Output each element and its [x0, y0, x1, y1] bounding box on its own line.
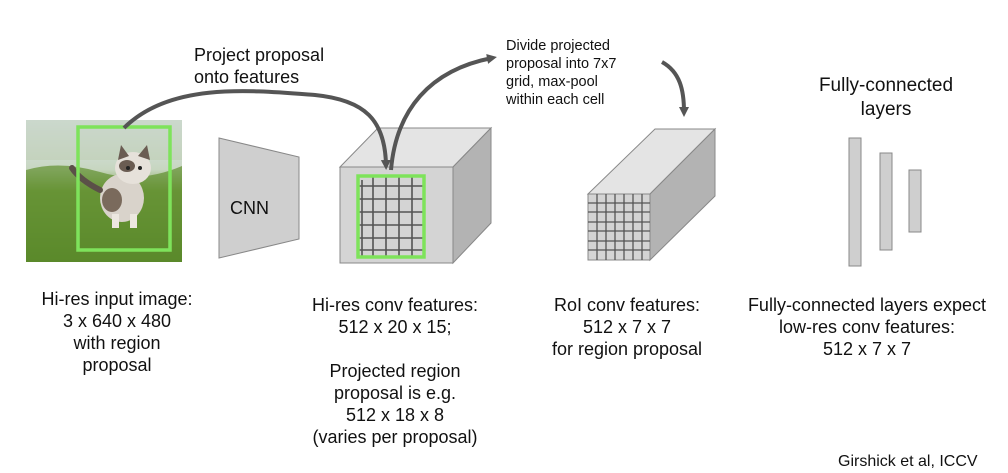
projected-region-box [356, 174, 426, 259]
divide-arrow-label: Divide projected proposal into 7x7 grid,… [506, 38, 617, 108]
fc-caption: Fully-connected layers expect low-res co… [747, 295, 987, 359]
input-image [26, 120, 182, 262]
conv-feature-cuboid [338, 126, 493, 265]
conv-caption: Hi-res conv features: 512 x 20 x 15; Pro… [311, 295, 479, 447]
roi-caption: RoI conv features: 512 x 7 x 7 for regio… [551, 295, 703, 359]
citation: Girshick et al, ICCV [838, 453, 978, 470]
fc-layer-3 [908, 169, 922, 233]
roi-feature-cuboid [586, 127, 717, 262]
input-caption: Hi-res input image: 3 x 640 x 480 with r… [41, 289, 193, 375]
divide-arrow-down [660, 60, 689, 117]
roi-grid [588, 194, 650, 260]
cnn-block [218, 137, 300, 259]
fc-layer-1 [848, 137, 862, 267]
fc-title: Fully-connected layers [818, 75, 954, 120]
cnn-label: CNN [230, 198, 269, 218]
project-arrow [122, 89, 391, 170]
divide-arrow-up [389, 54, 497, 171]
fc-layer-2 [879, 152, 893, 251]
project-arrow-label: Project proposal onto features [194, 45, 325, 87]
rcnn-roi-pool-diagram: Project proposal onto features Divide pr… [26, 38, 987, 470]
conv-proposal-grid [358, 176, 424, 257]
diagram-canvas [26, 54, 922, 267]
